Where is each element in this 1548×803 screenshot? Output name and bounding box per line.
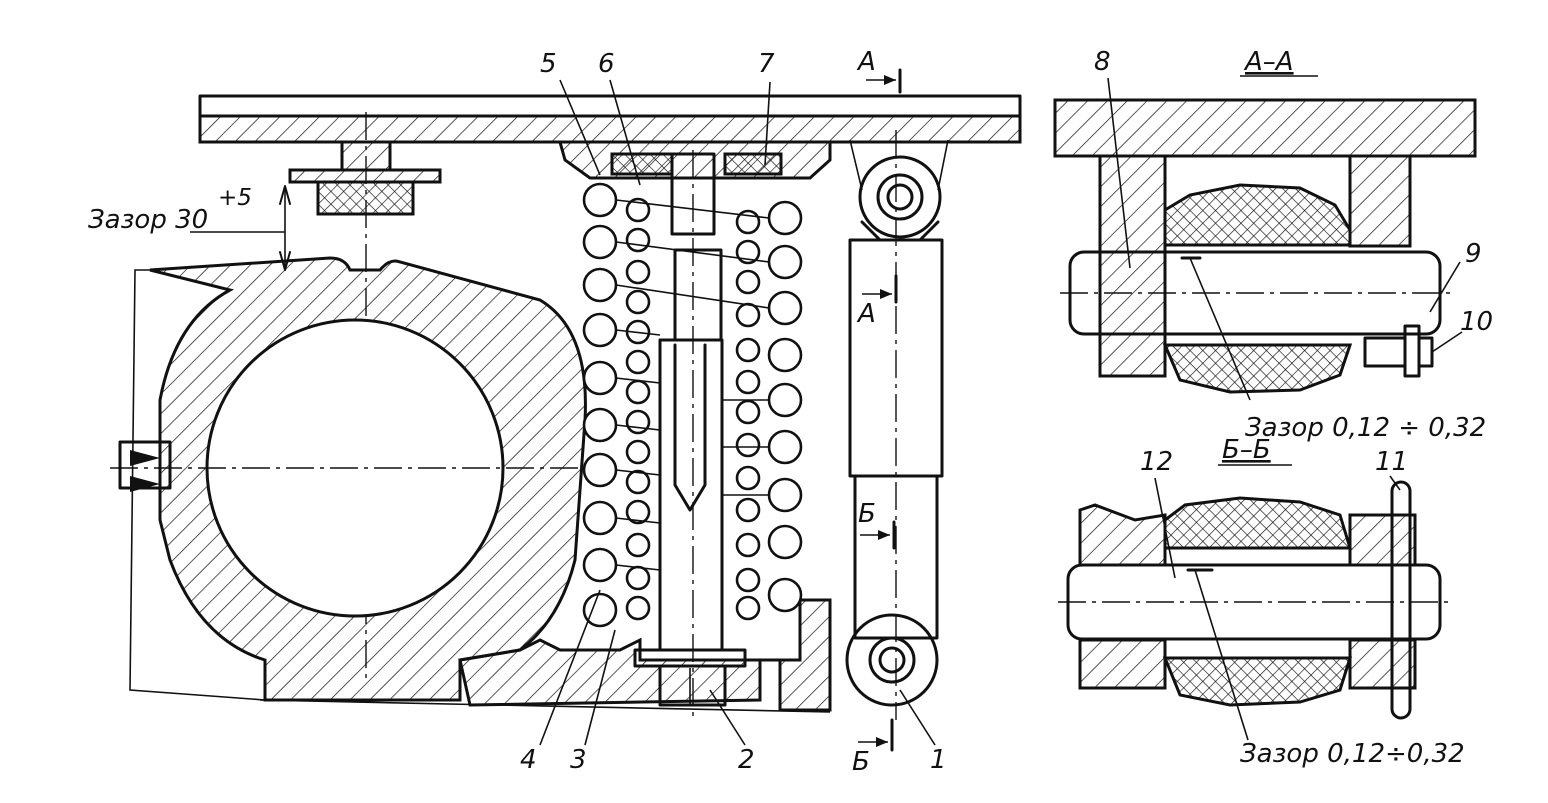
label-part-8: 8 [1094, 47, 1111, 77]
label-part-3: 3 [570, 745, 587, 775]
damper-1 [845, 130, 949, 720]
gap-b-dimension: Зазор 0,12÷0,32 [1240, 739, 1465, 769]
pad-7 [723, 152, 783, 176]
nut-2 [633, 648, 747, 668]
label-part-9: 9 [1465, 239, 1482, 269]
stop-plate [288, 168, 442, 184]
section-letter-a-mid: А [856, 299, 876, 329]
section-mark-b-mid [860, 520, 896, 550]
label-part-12: 12 [1140, 447, 1173, 477]
section-letter-a-top: А [856, 47, 876, 77]
guide-tube [658, 338, 724, 652]
outer-spring-4 [582, 182, 803, 628]
section-mark-a-top [866, 68, 902, 94]
spring-seat-body [458, 598, 832, 712]
section-b-b: Б–Б 12 11 Зазор 0,12÷0,32 [1058, 435, 1465, 769]
frame-beam [198, 94, 1022, 118]
section-letter-b-bottom: Б [852, 747, 870, 777]
frame-beam-section [198, 114, 1022, 144]
label-part-6: 6 [598, 49, 615, 79]
pad-6 [610, 152, 674, 176]
label-part-11: 11 [1375, 447, 1408, 477]
main-view: 5 6 7 4 3 2 1 А А Б Б Зазор 30 +5 [88, 47, 1022, 777]
gap-top-dimension: Зазор 30 [88, 205, 208, 235]
label-part-4: 4 [520, 745, 537, 775]
spring-cap [558, 140, 832, 180]
label-part-5: 5 [540, 49, 557, 79]
label-part-2: 2 [738, 745, 755, 775]
gap-a-dimension: Зазор 0,12 ÷ 0,32 [1245, 413, 1486, 443]
label-part-7: 7 [758, 49, 775, 79]
inner-spring-3 [625, 197, 761, 621]
section-letter-b-mid: Б [858, 499, 876, 529]
label-part-10: 10 [1460, 307, 1493, 337]
section-mark-a-mid [862, 274, 898, 304]
handle-11 [1390, 480, 1412, 720]
section-a-a: А–А 8 9 10 Зазор 0,12 ÷ 0,32 [1053, 47, 1493, 443]
gap-top-tolerance: +5 [218, 185, 252, 211]
section-title-b-b: Б–Б [1222, 435, 1271, 465]
section-mark-b-bottom [858, 718, 894, 752]
label-part-1: 1 [930, 745, 947, 775]
section-title-a-a: А–А [1243, 47, 1294, 77]
